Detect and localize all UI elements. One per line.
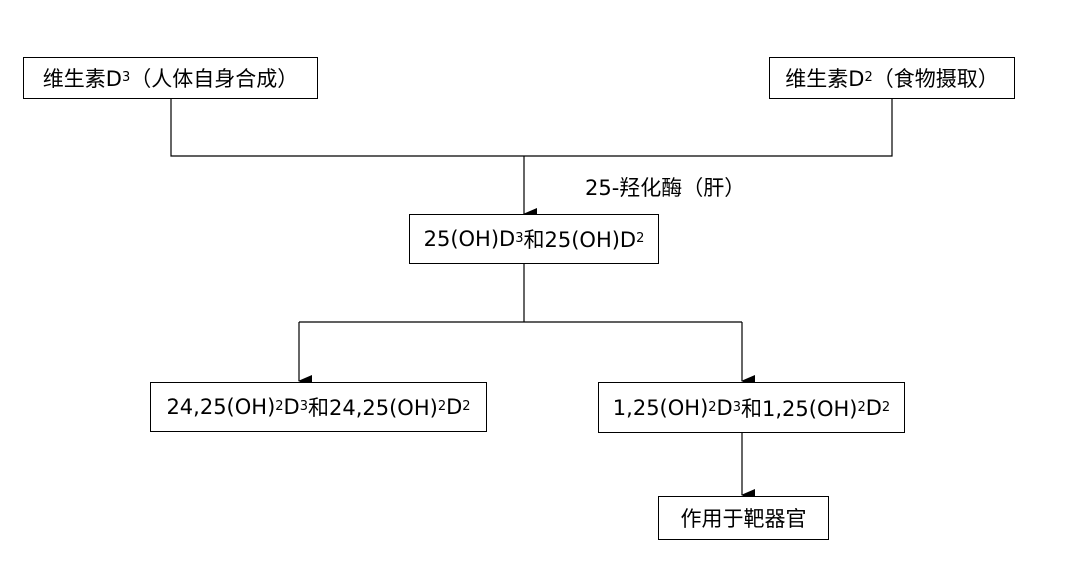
node-1-25-t4: D [865,395,882,420]
node-vitamin-d2-suffix: （食物摄取） [872,67,999,91]
connector-merge [170,98,893,157]
node-1-25-t1: 1,25(OH) [612,395,709,420]
node-vitamin-d3-suffix: （人体自身合成） [130,67,299,91]
node-vitamin-d3-prefix: 维生素D [42,67,122,91]
node-24-25-t2: D [283,395,300,419]
node-25-hydroxy-t2: 和25(OH)D [523,228,637,252]
node-25-hydroxy-t1: 25(OH)D [423,227,516,251]
node-24-25-t3: 和24,25(OH) [308,396,438,420]
node-1-25-t2: D [716,395,733,420]
node-1-25-t3: 和1,25(OH) [741,396,858,421]
node-target-organ: 作用于靶器官 [658,496,829,540]
node-24-25-t4: D [446,395,463,419]
node-target-organ-label: 作用于靶器官 [680,507,807,531]
node-24-25-t1: 24,25(OH) [166,395,276,419]
edge-label-hydroxylase: 25-羟化酶（肝） [585,176,746,200]
node-vitamin-d2-prefix: 维生素D [785,67,865,91]
